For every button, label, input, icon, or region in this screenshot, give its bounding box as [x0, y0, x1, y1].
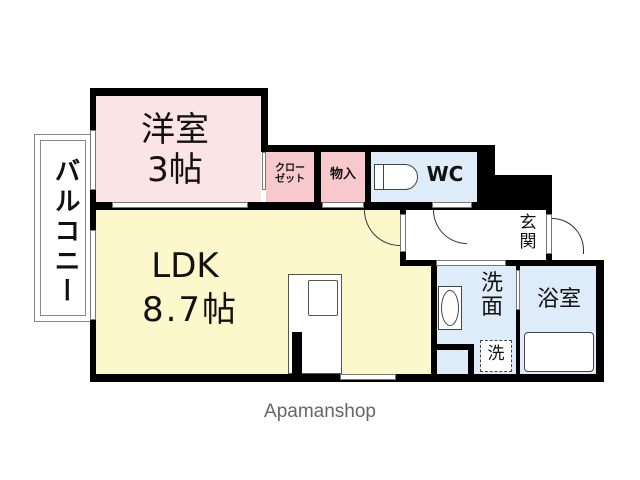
closet-room [266, 152, 314, 202]
window [516, 270, 520, 310]
wc-label: WC [426, 162, 464, 186]
bathtub [524, 332, 594, 372]
closet-label: クロー ゼット [275, 163, 305, 185]
balcony-label: バルコニー [50, 157, 80, 307]
ldk-label: LDK [151, 246, 219, 286]
storage-label: 物入 [329, 167, 356, 182]
window [400, 214, 406, 252]
western-room [96, 96, 261, 206]
ldk-size: 8.7帖 [141, 290, 239, 330]
door-swing [552, 218, 584, 254]
entrance-label: 玄 関 [519, 213, 537, 252]
window [262, 152, 266, 190]
toilet [374, 164, 418, 190]
balcony: バルコニー [34, 134, 92, 322]
window [432, 202, 472, 208]
ldk-room [96, 210, 431, 378]
bathroom-label: 浴室 [536, 287, 581, 312]
storage-room [321, 152, 365, 202]
western-room-label: 洋室 [141, 110, 209, 150]
window [436, 260, 506, 266]
washer-space [480, 340, 512, 372]
window [340, 374, 396, 380]
window [90, 130, 96, 190]
washroom-label: 洗 面 [480, 271, 503, 321]
sink [308, 280, 338, 316]
western-room-size: 3帖 [147, 150, 203, 190]
window [112, 202, 248, 208]
window [90, 230, 96, 320]
brand-watermark: Apamanshop [264, 401, 376, 422]
washer-label: 洗 [487, 344, 505, 364]
window [322, 202, 364, 208]
entrance-room [406, 210, 546, 262]
